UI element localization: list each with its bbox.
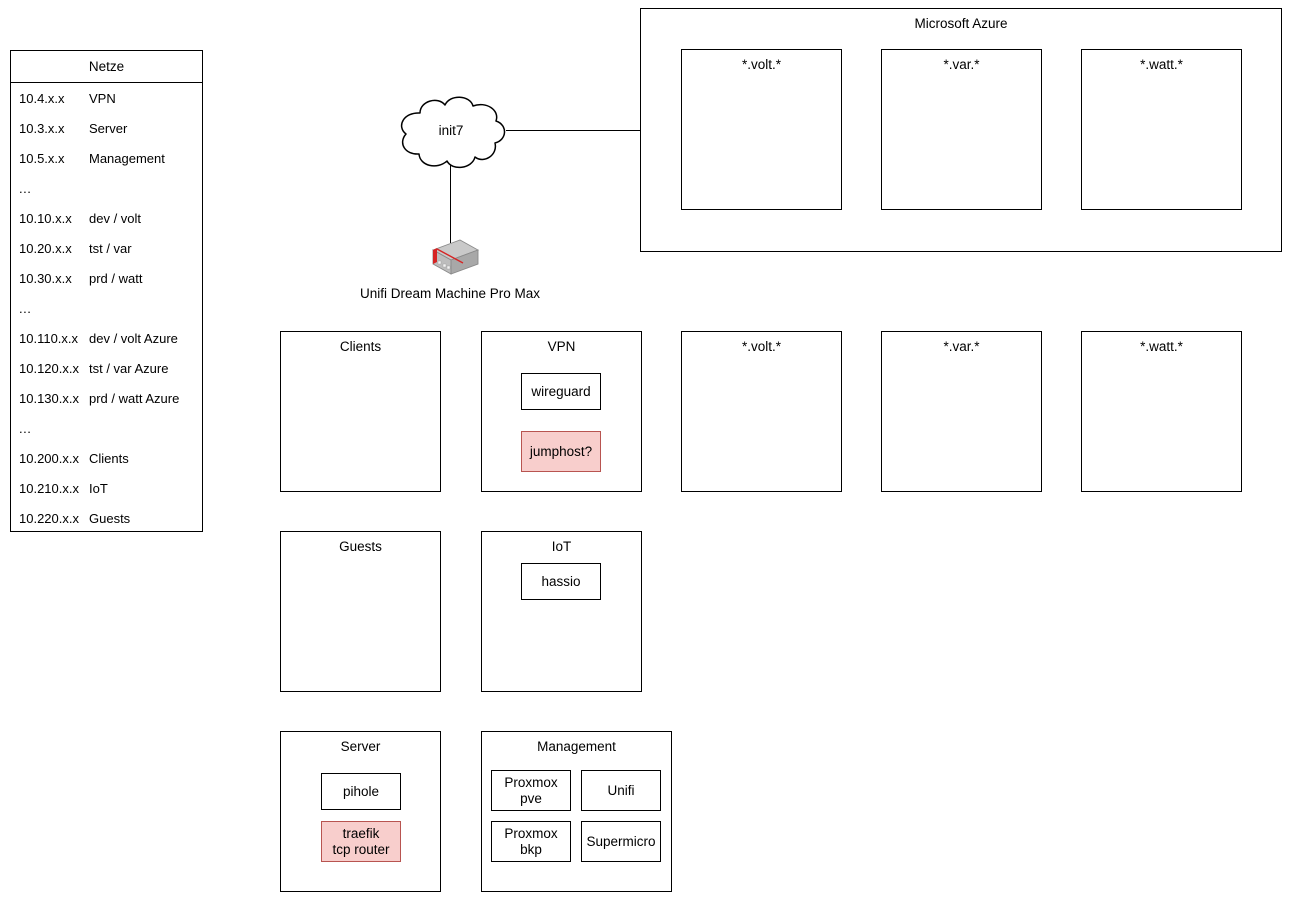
table-row: 10.120.x.x tst / var Azure xyxy=(11,353,202,383)
vlan-management: Management xyxy=(481,731,672,892)
netze-cidr: ... xyxy=(19,300,32,316)
service-pihole[interactable]: pihole xyxy=(321,773,401,810)
netze-cidr: 10.130.x.x xyxy=(19,390,79,406)
connector-cloud-to-gateway xyxy=(450,165,452,243)
vlan-title: Server xyxy=(340,739,381,754)
vlan-volt: *.volt.* xyxy=(681,331,842,492)
vlan-title: VPN xyxy=(547,339,576,354)
netze-cidr: 10.120.x.x xyxy=(19,360,79,376)
azure-zone-watt: *.watt.* xyxy=(1081,49,1242,210)
vlan-title: *.volt.* xyxy=(741,339,782,354)
service-label: jumphost? xyxy=(529,443,593,459)
vlan-title: *.var.* xyxy=(943,339,980,354)
vlan-clients: Clients xyxy=(280,331,441,492)
gateway-label: Unifi Dream Machine Pro Max xyxy=(359,286,541,301)
netze-cidr: 10.110.x.x xyxy=(19,330,79,346)
service-hassio[interactable]: hassio xyxy=(521,563,601,600)
service-traefik[interactable]: traefik tcp router xyxy=(321,821,401,862)
netze-cidr: 10.200.x.x xyxy=(19,450,79,466)
service-proxmox-bkp[interactable]: Proxmox bkp xyxy=(491,821,571,862)
netze-cidr: 10.10.x.x xyxy=(19,210,72,226)
service-label: Supermicro xyxy=(586,833,656,849)
azure-zone-volt: *.volt.* xyxy=(681,49,842,210)
netze-cidr: 10.5.x.x xyxy=(19,150,65,166)
service-label: Unifi xyxy=(607,782,635,798)
vlan-title: Management xyxy=(537,739,616,754)
table-row: 10.20.x.x tst / var xyxy=(11,233,202,263)
vlan-var: *.var.* xyxy=(881,331,1042,492)
table-row: 10.3.x.x Server xyxy=(11,113,202,143)
netze-table-header: Netze xyxy=(11,51,202,83)
service-label: Proxmox pve xyxy=(504,774,558,806)
table-row: 10.30.x.x prd / watt xyxy=(11,263,202,293)
netze-cidr: 10.20.x.x xyxy=(19,240,72,256)
netze-legend-table: Netze 10.4.x.x VPN 10.3.x.x Server 10.5.… xyxy=(10,50,203,532)
vlan-guests: Guests xyxy=(280,531,441,692)
service-supermicro[interactable]: Supermicro xyxy=(581,821,661,862)
netze-cidr: 10.3.x.x xyxy=(19,120,65,136)
table-row: 10.110.x.x dev / volt Azure xyxy=(11,323,202,353)
netze-name: prd / watt xyxy=(89,270,143,286)
cloud-icon xyxy=(390,93,512,173)
vlan-title: Clients xyxy=(339,339,382,354)
netze-name: Server xyxy=(89,120,128,136)
cloud-label: init7 xyxy=(438,123,464,138)
table-row: 10.200.x.x Clients xyxy=(11,443,202,473)
service-wireguard[interactable]: wireguard xyxy=(521,373,601,410)
service-jumphost[interactable]: jumphost? xyxy=(521,431,601,472)
service-label: hassio xyxy=(541,573,581,589)
table-row: 10.220.x.x Guests xyxy=(11,503,202,533)
netze-cidr: ... xyxy=(19,180,32,196)
netze-name: VPN xyxy=(89,90,116,106)
vlan-title: IoT xyxy=(551,539,572,554)
azure-title: Microsoft Azure xyxy=(914,16,1008,31)
vlan-iot: IoT xyxy=(481,531,642,692)
netze-cidr: 10.210.x.x xyxy=(19,480,79,496)
table-row: 10.130.x.x prd / watt Azure xyxy=(11,383,202,413)
table-row-separator: ... xyxy=(11,173,202,203)
azure-zone-title: *.var.* xyxy=(943,57,980,72)
netze-name: Clients xyxy=(89,450,129,466)
table-row-separator: ... xyxy=(11,413,202,443)
table-row-separator: ... xyxy=(11,293,202,323)
azure-zone-var: *.var.* xyxy=(881,49,1042,210)
netze-name: tst / var Azure xyxy=(89,360,169,376)
netze-name: prd / watt Azure xyxy=(89,390,180,406)
connector-cloud-to-azure xyxy=(506,130,641,132)
netze-name: Management xyxy=(89,150,165,166)
table-row: 10.5.x.x Management xyxy=(11,143,202,173)
service-label: wireguard xyxy=(531,383,591,399)
service-unifi[interactable]: Unifi xyxy=(581,770,661,811)
netze-name: dev / volt Azure xyxy=(89,330,178,346)
netze-name: Guests xyxy=(89,510,131,526)
netze-cidr: ... xyxy=(19,420,32,436)
netze-cidr: 10.220.x.x xyxy=(19,510,79,526)
netze-cidr: 10.30.x.x xyxy=(19,270,72,286)
router-device-icon xyxy=(416,236,480,284)
table-row: 10.10.x.x dev / volt xyxy=(11,203,202,233)
table-row: 10.4.x.x VPN xyxy=(11,83,202,113)
azure-zone-title: *.volt.* xyxy=(741,57,782,72)
vlan-server: Server xyxy=(280,731,441,892)
netze-name: IoT xyxy=(89,480,108,496)
netze-name: dev / volt xyxy=(89,210,142,226)
netze-cidr: 10.4.x.x xyxy=(19,90,65,106)
service-label: Proxmox bkp xyxy=(504,825,558,857)
vlan-title: *.watt.* xyxy=(1140,339,1183,354)
netze-name: tst / var xyxy=(89,240,132,256)
netze-table-body: 10.4.x.x VPN 10.3.x.x Server 10.5.x.x Ma… xyxy=(11,83,202,533)
service-proxmox-pve[interactable]: Proxmox pve xyxy=(491,770,571,811)
vlan-title: Guests xyxy=(339,539,382,554)
azure-zone-title: *.watt.* xyxy=(1140,57,1183,72)
service-label: pihole xyxy=(342,783,380,799)
service-label: traefik tcp router xyxy=(332,825,390,857)
vlan-watt: *.watt.* xyxy=(1081,331,1242,492)
table-row: 10.210.x.x IoT xyxy=(11,473,202,503)
